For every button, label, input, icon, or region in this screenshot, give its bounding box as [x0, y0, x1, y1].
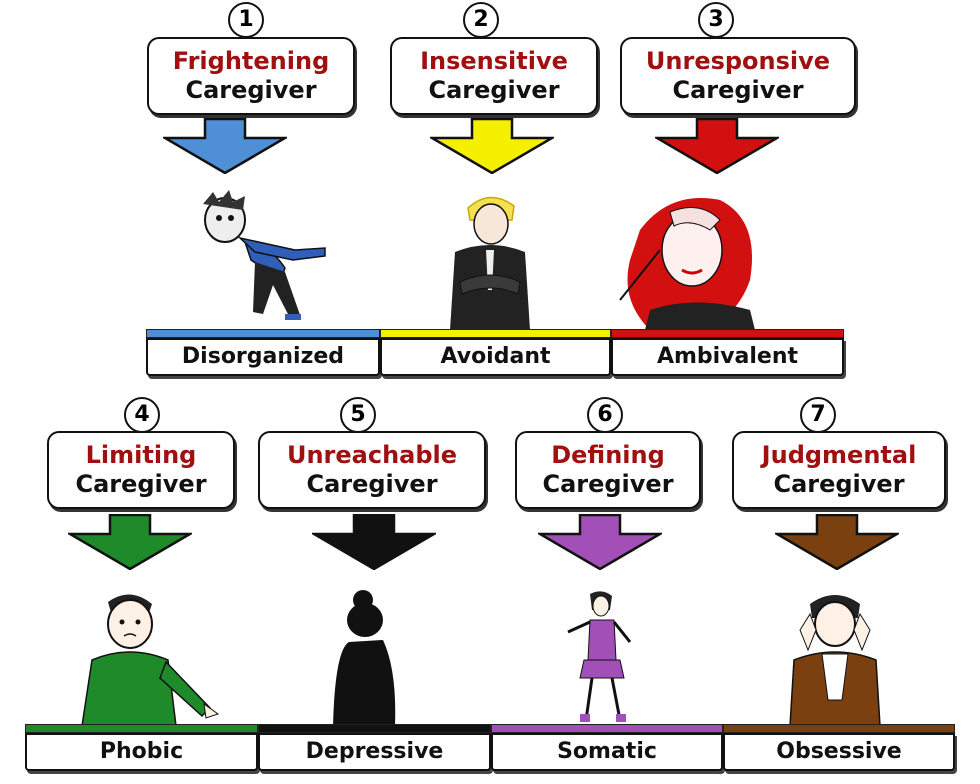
caregiver-type: Unreachable — [286, 441, 458, 469]
black-down-arrow-icon — [312, 514, 436, 570]
caregiver-type: Frightening — [172, 47, 330, 75]
caregiver-type: Insensitive — [420, 47, 568, 75]
purple-down-arrow-icon — [538, 514, 662, 570]
caregiver-box-judgmental: Judgmental Caregiver — [732, 431, 946, 509]
attachment-style-obsessive: Obsessive — [723, 733, 955, 771]
ambivalent-person-illustration — [619, 198, 755, 330]
step-number-3: 3 — [698, 2, 734, 38]
color-bar-disorganized — [146, 329, 380, 338]
attachment-style-somatic: Somatic — [491, 733, 723, 771]
attachment-style-depressive: Depressive — [258, 733, 491, 771]
attachment-style-avoidant: Avoidant — [380, 338, 611, 376]
color-bar-avoidant — [380, 329, 611, 338]
color-bar-ambivalent — [611, 329, 844, 338]
color-bar-obsessive — [723, 724, 955, 733]
step-number-1: 1 — [228, 2, 264, 38]
avoidant-person-illustration — [450, 196, 530, 330]
green-down-arrow-icon — [68, 514, 192, 570]
caregiver-type: Unresponsive — [645, 47, 831, 75]
depressive-person-silhouette — [333, 590, 396, 726]
step-number-4: 4 — [124, 397, 160, 433]
caregiver-box-limiting: Limiting Caregiver — [47, 431, 235, 509]
caregiver-box-insensitive: Insensitive Caregiver — [390, 37, 598, 115]
caregiver-type: Judgmental — [761, 441, 917, 469]
caregiver-label: Caregiver — [542, 470, 674, 498]
caregiver-label: Caregiver — [185, 76, 317, 104]
caregiver-type: Defining — [551, 441, 665, 469]
caregiver-box-unresponsive: Unresponsive Caregiver — [620, 37, 856, 115]
step-number-5: 5 — [340, 397, 376, 433]
step-number-2: 2 — [463, 2, 499, 38]
caregiver-label: Caregiver — [672, 76, 804, 104]
caregiver-label: Caregiver — [773, 470, 905, 498]
disorganized-person-illustration — [203, 190, 326, 320]
phobic-person-illustration — [81, 594, 220, 726]
caregiver-box-unreachable: Unreachable Caregiver — [258, 431, 486, 509]
caregiver-box-frightening: Frightening Caregiver — [147, 37, 355, 115]
color-bar-phobic — [25, 724, 258, 733]
step-number-7: 7 — [800, 397, 836, 433]
caregiver-box-defining: Defining Caregiver — [515, 431, 701, 509]
step-number-6: 6 — [587, 397, 623, 433]
attachment-style-disorganized: Disorganized — [146, 338, 380, 376]
caregiver-label: Caregiver — [428, 76, 560, 104]
attachment-style-ambivalent: Ambivalent — [611, 338, 844, 376]
obsessive-person-illustration — [789, 595, 881, 726]
brown-down-arrow-icon — [775, 514, 899, 570]
blue-down-arrow-icon — [163, 118, 287, 174]
caregiver-type: Limiting — [85, 441, 197, 469]
caregiver-label: Caregiver — [306, 470, 438, 498]
yellow-down-arrow-icon — [430, 118, 554, 174]
color-bar-somatic — [491, 724, 723, 733]
red-down-arrow-icon — [655, 118, 779, 174]
caregiver-label: Caregiver — [75, 470, 207, 498]
color-bar-depressive — [258, 724, 491, 733]
somatic-person-illustration — [567, 591, 632, 722]
attachment-style-phobic: Phobic — [25, 733, 258, 771]
